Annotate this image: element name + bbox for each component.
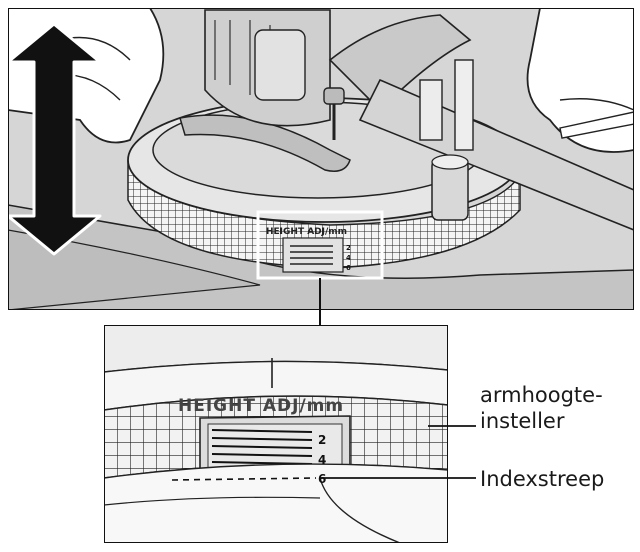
zoom-scale-number: 4	[318, 453, 326, 467]
arm-height-adjuster-label-line1: armhoogte-	[480, 383, 603, 407]
zoom-scale-number: 6	[318, 472, 326, 486]
arm-height-adjuster-label: armhoogte- insteller	[480, 382, 603, 434]
index-line-label: Indexstreep	[480, 467, 605, 491]
top-panel	[8, 8, 634, 310]
top-scale-number: 4	[346, 254, 351, 262]
top-engraving: HEIGHT ADJ/mm	[266, 227, 347, 237]
zoom-scale-number: 2	[318, 433, 326, 447]
top-scale-number: 2	[346, 244, 351, 252]
up-down-arrow-icon	[8, 22, 102, 256]
zoom-panel	[104, 325, 448, 543]
top-scale-number: 6	[346, 264, 351, 272]
arm-height-adjuster-label-line2: insteller	[480, 409, 565, 433]
zoom-engraving: HEIGHT ADJ/mm	[178, 396, 344, 416]
